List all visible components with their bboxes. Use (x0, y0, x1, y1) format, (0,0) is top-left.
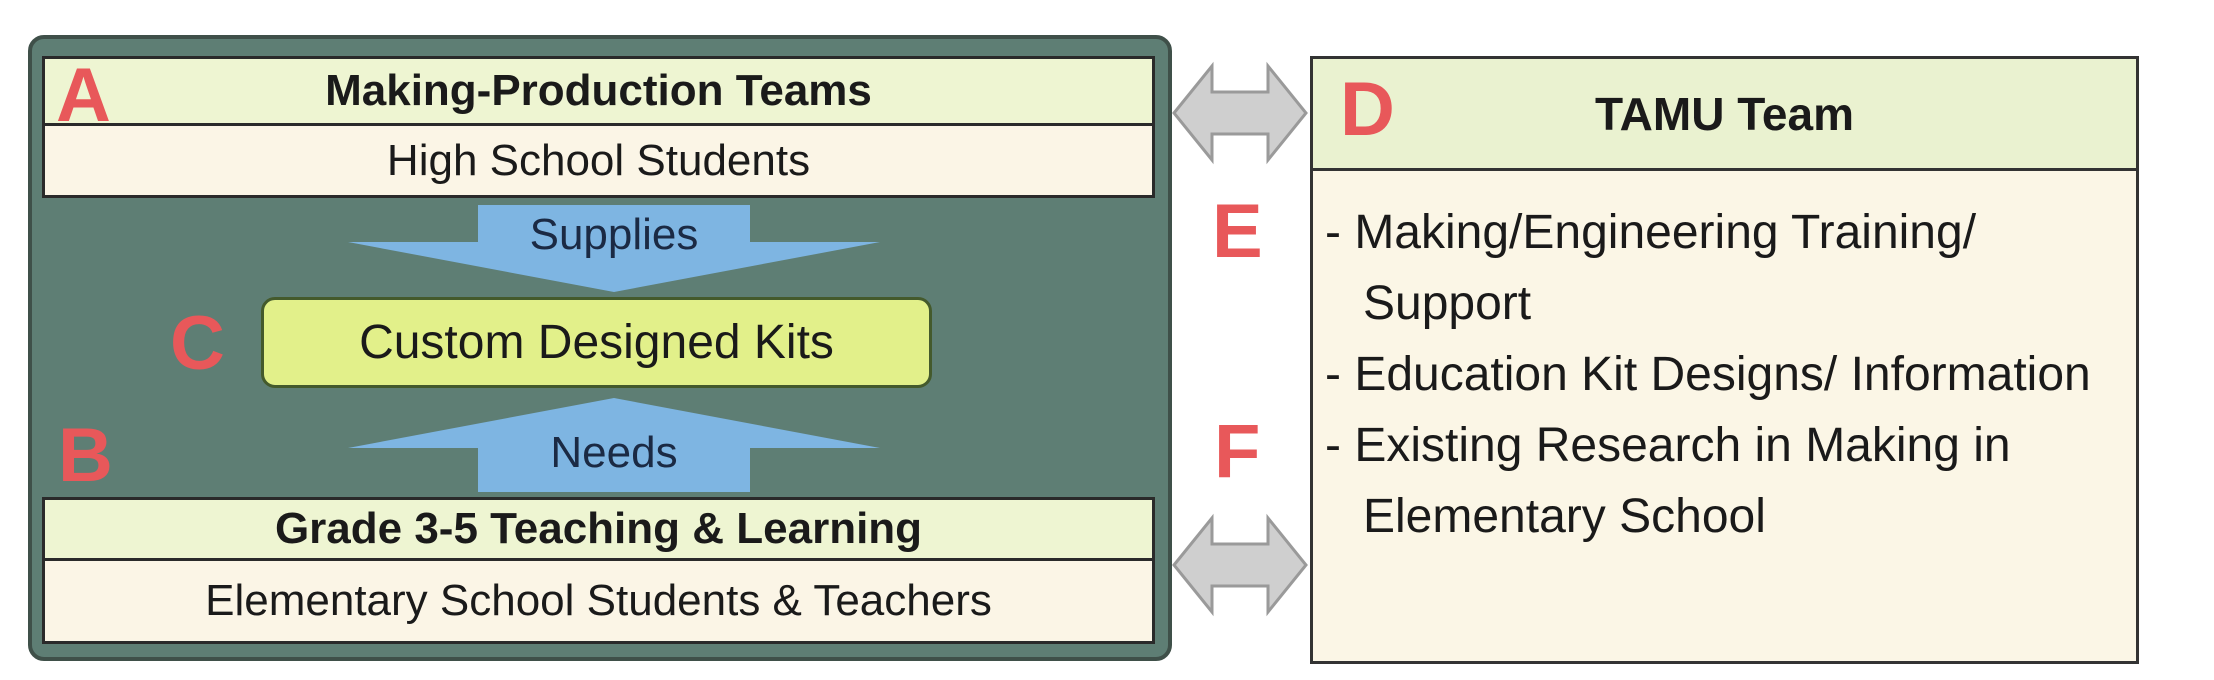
supplies-label: Supplies (529, 210, 699, 259)
marker-b: B (58, 413, 113, 498)
list-item: - Existing Research in Making in Element… (1325, 419, 2011, 543)
needs-label: Needs (550, 428, 678, 477)
marker-e: E (1212, 189, 1263, 274)
marker-f: F (1214, 409, 1261, 494)
high-school-row: High School Students (42, 123, 1155, 198)
double-arrow-top-icon (1172, 61, 1308, 165)
tamu-list: - Making/Engineering Training/ Support -… (1325, 197, 2136, 552)
list-item: - Making/Engineering Training/ Support (1325, 206, 1977, 330)
tamu-panel: TAMU Team - Making/Engineering Training/… (1310, 56, 2139, 664)
making-production-header: Making-Production Teams (42, 56, 1155, 126)
double-arrow-bottom-icon (1172, 513, 1308, 617)
supplies-arrow (348, 205, 880, 292)
tamu-header: TAMU Team (1313, 59, 2136, 171)
marker-a: A (56, 53, 111, 138)
list-item: - Education Kit Designs/ Information (1325, 348, 2091, 401)
elementary-row: Elementary School Students & Teachers (42, 558, 1155, 644)
marker-d: D (1340, 67, 1395, 152)
custom-designed-kits-box: Custom Designed Kits (261, 297, 932, 388)
grade-3-5-header: Grade 3-5 Teaching & Learning (42, 497, 1155, 561)
needs-arrow (348, 398, 880, 492)
marker-c: C (170, 301, 225, 386)
